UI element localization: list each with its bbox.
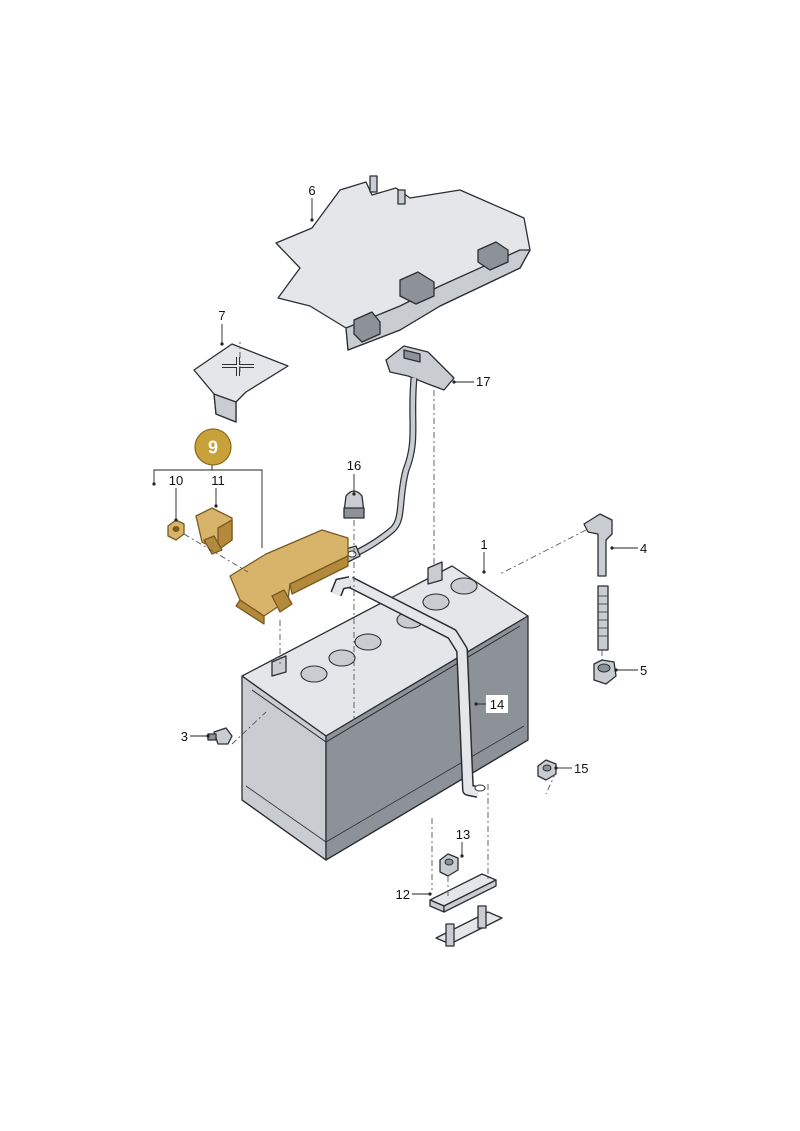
- part-4-bolt[interactable]: [583, 513, 613, 651]
- part-6-cover[interactable]: [275, 175, 531, 351]
- callout-13[interactable]: 13: [456, 827, 470, 842]
- callout-16[interactable]: 16: [347, 458, 361, 473]
- part-14-strap[interactable]: [330, 576, 486, 798]
- part-15-nut[interactable]: [537, 759, 557, 781]
- callout-7[interactable]: 7: [218, 308, 225, 323]
- group-9-badge[interactable]: 9: [194, 428, 232, 466]
- callout-4[interactable]: 4: [640, 541, 647, 556]
- part-5-nut[interactable]: [593, 659, 617, 685]
- part-12-clamp[interactable]: [429, 873, 503, 947]
- assembly-lines: [183, 342, 603, 898]
- callout-17[interactable]: 17: [476, 374, 490, 389]
- callout-14[interactable]: 14: [490, 697, 504, 712]
- callout-6[interactable]: 6: [308, 183, 315, 198]
- group-9-highlighted-parts[interactable]: [167, 507, 349, 625]
- part-13-nut[interactable]: [439, 853, 459, 877]
- part-16-cap-nut[interactable]: [343, 490, 365, 519]
- callout-12[interactable]: 12: [396, 887, 410, 902]
- callout-10[interactable]: 10: [169, 473, 183, 488]
- part-17-sensor-lead[interactable]: [341, 345, 455, 563]
- part-1-battery[interactable]: [241, 561, 529, 861]
- part-9-terminal-cover[interactable]: [229, 529, 349, 625]
- callout-3[interactable]: 3: [181, 729, 188, 744]
- part-11-connector[interactable]: [195, 507, 233, 555]
- callout-14-backdrop: [486, 695, 508, 713]
- group-9-badge-label: 9: [208, 438, 218, 458]
- callout-1[interactable]: 1: [480, 537, 487, 552]
- callout-11[interactable]: 11: [211, 473, 225, 488]
- callout-labels: 6 7 17 16 10 11 1 4 5 3 15 13 12 14: [169, 183, 647, 902]
- callout-15[interactable]: 15: [574, 761, 588, 776]
- part-3-screw[interactable]: [207, 727, 233, 745]
- part-7-plate[interactable]: [193, 343, 289, 423]
- leader-lines: [152, 198, 638, 896]
- part-10-nut[interactable]: [167, 519, 185, 541]
- callout-5[interactable]: 5: [640, 663, 647, 678]
